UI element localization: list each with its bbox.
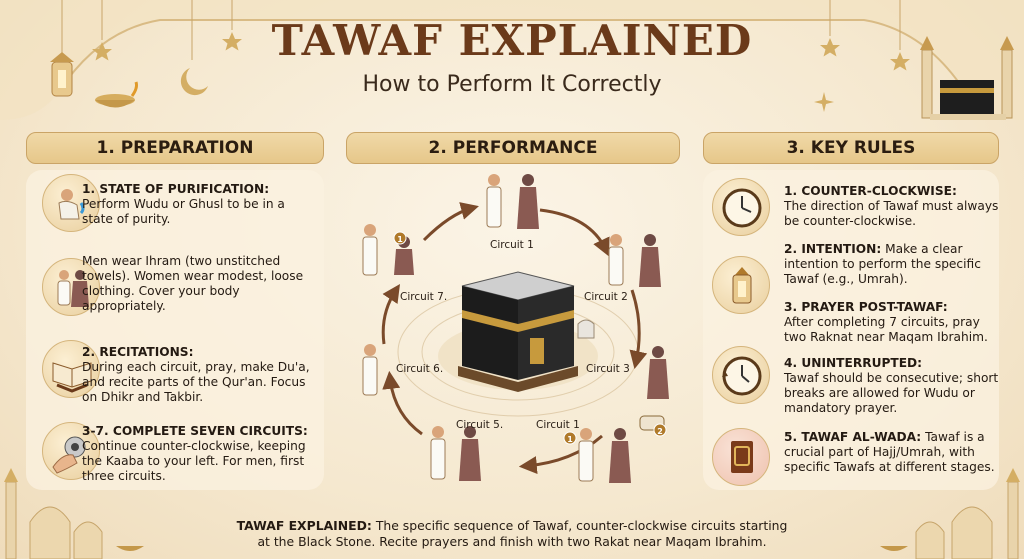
rule-counter-clockwise: 1. COUNTER-CLOCKWISE: The direction of T…: [784, 184, 1004, 229]
recitations-text: 2. RECITATIONS: During each circuit, pra…: [82, 345, 312, 405]
rule-5-heading: 5. TAWAF AL-WADA:: [784, 430, 922, 444]
rule-5-body: Tawaf is a crucial part of Hajj/Umrah, w…: [784, 430, 995, 474]
pilgrims-bottom-right: [578, 428, 631, 483]
arrow-circuit-7-1: [422, 202, 479, 242]
book-icon: [712, 428, 770, 486]
badge-black-stone: 2: [639, 415, 667, 437]
pilgrim-left: [362, 344, 378, 396]
rule-1-body: The direction of Tawaf must always be co…: [784, 199, 999, 228]
sparkle-icon: [814, 92, 834, 112]
crescent-moon-icon: [180, 68, 208, 96]
circuit-label-1-top: Circuit 1: [490, 239, 534, 251]
footer-line-2: at the Black Stone. Recite prayers and f…: [257, 534, 767, 549]
kaaba-icon: [458, 271, 578, 392]
badge-top-left-label: 1: [397, 235, 403, 244]
circuit-label-6: Circuit 6.: [396, 363, 443, 375]
circuit-label-7: Circuit 7.: [400, 291, 447, 303]
purification-text: 1. STATE OF PURIFICATION: Perform Wudu o…: [82, 182, 312, 227]
circuit-label-3: Circuit 3: [586, 363, 630, 375]
star-ornament-icon: [222, 32, 242, 51]
rule-2-heading: 2. INTENTION:: [784, 242, 882, 256]
rule-uninterrupted: 4. UNINTERRUPTED: Tawaf should be consec…: [784, 356, 1004, 416]
key-rules-header: 3. KEY RULES: [703, 132, 999, 164]
pilgrims-top-left: [362, 224, 414, 276]
badge-top-left: 1: [393, 231, 407, 245]
kaaba-small-icon: [930, 80, 1006, 120]
ablution-icon: [42, 174, 100, 232]
mosque-right-decoration: [880, 468, 1020, 559]
pilgrims-icon: [42, 258, 100, 316]
circuit-label-1-bottom: Circuit 1: [536, 419, 580, 431]
history-clock-icon: [712, 346, 770, 404]
left-ornaments: [50, 0, 242, 108]
circuit-label-5: Circuit 5.: [456, 419, 503, 431]
circuit-label-2: Circuit 2: [584, 291, 628, 303]
circuits-body: Continue counter-clockwise, keeping the …: [82, 439, 306, 483]
preparation-header: 1. PREPARATION: [26, 132, 324, 164]
rule-tawaf-al-wada: 5. TAWAF AL-WADA: Tawaf is a crucial par…: [784, 430, 1004, 475]
pilgrims-top: [486, 174, 539, 229]
page-title: TAWAF EXPLAINED: [271, 16, 753, 65]
purification-heading: 1. STATE OF PURIFICATION:: [82, 182, 270, 196]
arrow-circuit-6-7: [381, 284, 400, 345]
clock-icon: [712, 178, 770, 236]
lantern-icon: [712, 256, 770, 314]
arrow-circuit-3-1: [518, 434, 603, 475]
maqam-ibrahim-icon: [577, 319, 595, 339]
tawaf-circuit-diagram: 1 1 2 Circuit 1 Circuit 2 Circuit 3 Circ…: [362, 174, 669, 483]
quran-icon: [42, 340, 100, 398]
recitations-heading: 2. RECITATIONS:: [82, 345, 194, 359]
mosque-left-decoration: [4, 468, 144, 559]
minaret-icon: [920, 36, 1014, 119]
circuits-text: 3-7. COMPLETE SEVEN CIRCUITS: Continue c…: [82, 424, 322, 484]
star-ornament-icon: [890, 52, 910, 71]
badge-black-stone-label: 2: [657, 427, 663, 436]
oil-lamp-icon: [95, 81, 138, 108]
rule-3-heading: 3. PRAYER POST-TAWAF:: [784, 300, 948, 314]
badge-bottom: 1: [563, 431, 577, 445]
circuits-heading: 3-7. COMPLETE SEVEN CIRCUITS:: [82, 424, 308, 438]
footer-summary: TAWAF EXPLAINED: The specific sequence o…: [0, 518, 1024, 550]
footer-line-1: The specific sequence of Tawaf, counter-…: [375, 518, 788, 533]
counter-icon: [42, 422, 100, 480]
arrow-circuit-2-3: [629, 289, 648, 370]
arrow-circuit-5-6: [382, 370, 423, 436]
footer-heading: TAWAF EXPLAINED:: [236, 518, 372, 533]
star-ornament-icon: [820, 38, 840, 57]
lantern-ornament-icon: [50, 52, 74, 97]
recitations-body: During each circuit, pray, make Du'a, an…: [82, 360, 310, 404]
rule-intention: 2. INTENTION: Make a clear intention to …: [784, 242, 1004, 287]
rule-3-body: After completing 7 circuits, pray two Ra…: [784, 315, 988, 344]
arrow-circuit-1-2: [539, 208, 610, 257]
oil-lamp-icon: [880, 546, 908, 551]
badge-bottom-label: 1: [567, 435, 573, 444]
pilgrims-right: [608, 234, 661, 287]
rule-4-heading: 4. UNINTERRUPTED:: [784, 356, 923, 370]
page-subtitle: How to Perform It Correctly: [362, 72, 662, 97]
oil-lamp-icon: [116, 546, 144, 551]
rule-4-body: Tawaf should be consecutive; short break…: [784, 371, 999, 415]
performance-header: 2. PERFORMANCE: [346, 132, 680, 164]
pilgrim-right-lower: [647, 346, 669, 399]
purification-body: Perform Wudu or Ghusl to be in a state o…: [82, 197, 285, 226]
pilgrims-bottom-left: [430, 426, 481, 481]
rule-prayer-post-tawaf: 3. PRAYER POST-TAWAF: After completing 7…: [784, 300, 1004, 345]
right-ornaments: [814, 0, 1014, 120]
rule-2-body: Make a clear intention to perform the sp…: [784, 242, 981, 286]
clothing-text: Men wear Ihram (two unstitched towels). …: [82, 254, 304, 313]
rule-1-heading: 1. COUNTER-CLOCKWISE:: [784, 184, 957, 198]
star-ornament-icon: [92, 42, 112, 61]
